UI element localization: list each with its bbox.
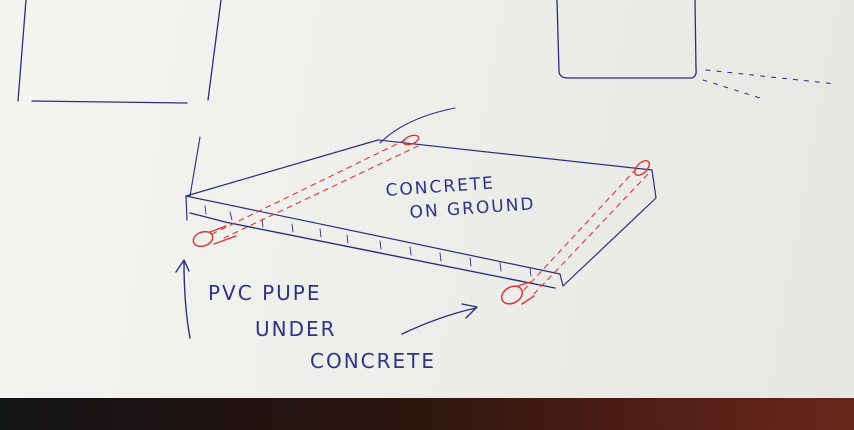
arrow-to-right-pipe <box>401 303 478 335</box>
label-concrete-bottom: CONCRETE <box>310 349 436 373</box>
background-box-right <box>556 0 837 99</box>
label-concrete: CONCRETE <box>385 173 496 201</box>
table-edge <box>0 398 854 430</box>
label-pvc-pupe: PVC PUPE <box>208 281 321 305</box>
label-under: UNDER <box>255 317 337 341</box>
concrete-slab <box>185 107 657 289</box>
background-box-left <box>17 0 222 104</box>
pvc-pipe-right <box>500 160 650 305</box>
pvc-pipe-left <box>192 134 420 248</box>
paper-sheet <box>0 0 854 400</box>
label-on-ground: ON GROUND <box>409 194 536 223</box>
arrow-up <box>175 259 191 339</box>
